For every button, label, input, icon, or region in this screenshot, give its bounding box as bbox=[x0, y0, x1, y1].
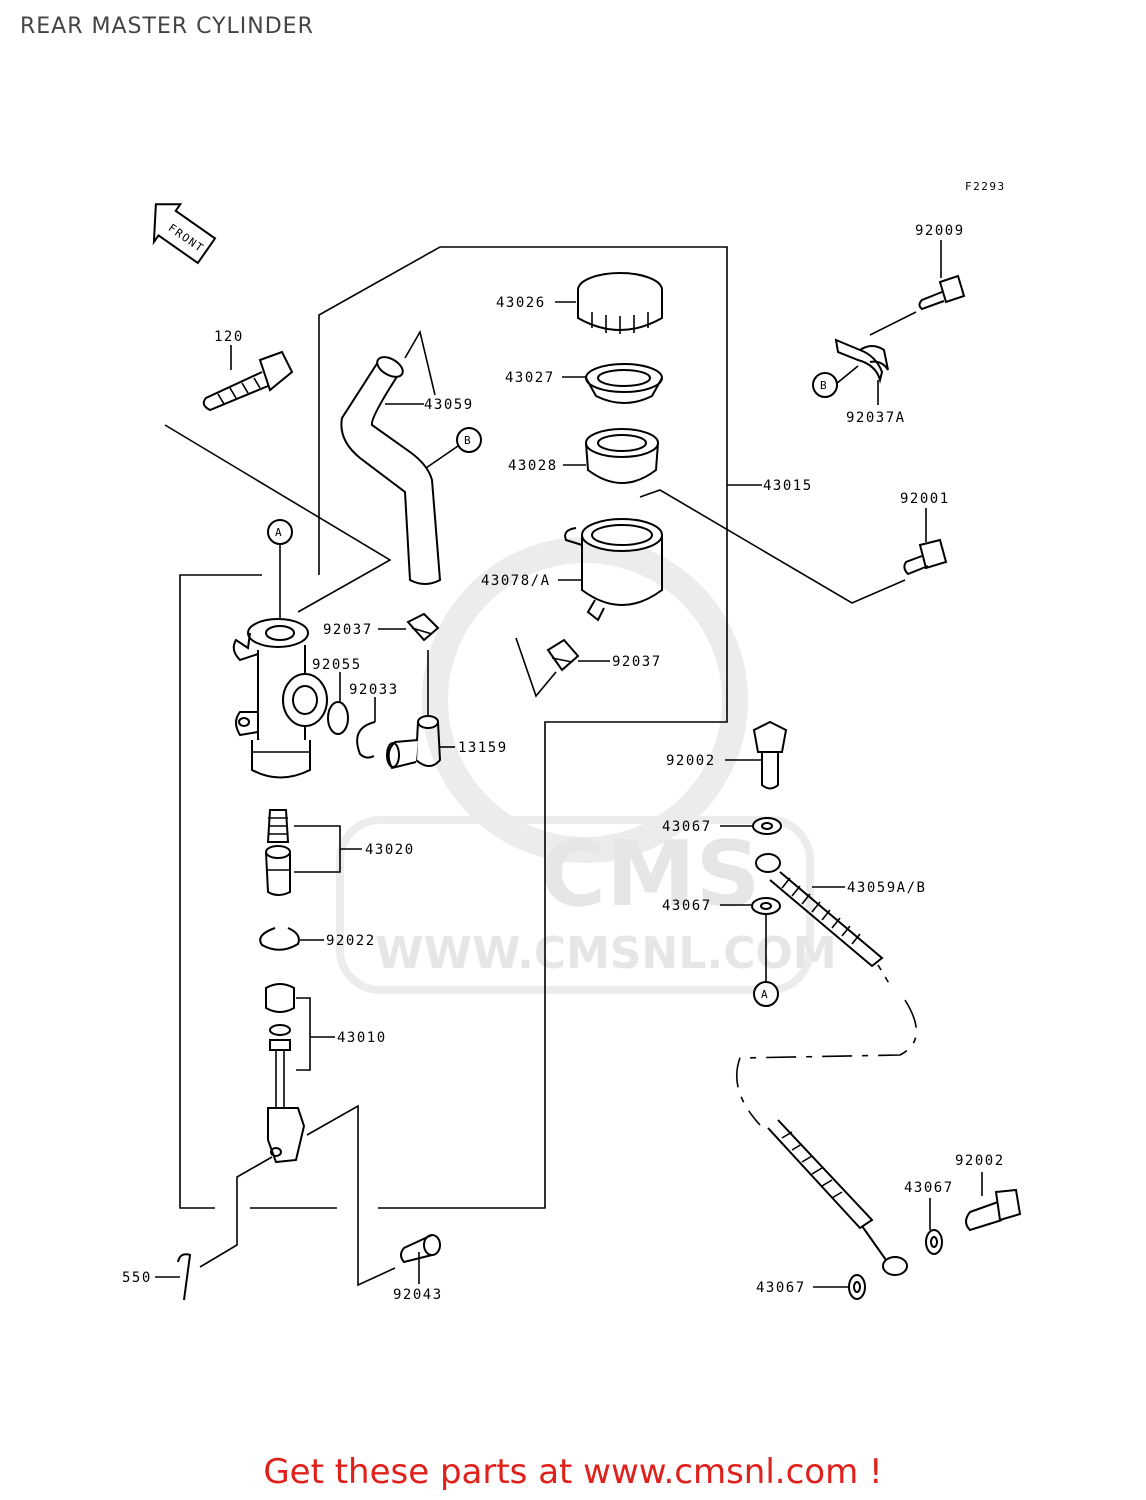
washer-43067-a bbox=[752, 817, 782, 835]
label-43059AB: 43059A/B bbox=[847, 880, 926, 896]
label-43010: 43010 bbox=[337, 1030, 387, 1046]
bolt-92001 bbox=[903, 538, 948, 576]
label-550: 550 bbox=[122, 1270, 152, 1286]
label-43028: 43028 bbox=[508, 458, 558, 474]
label-43067-c: 43067 bbox=[904, 1180, 954, 1196]
piston-spring-43020 bbox=[265, 809, 291, 896]
watermark-url: WWW.CMSNL.COM bbox=[375, 928, 837, 979]
clip-92037-b bbox=[546, 638, 580, 672]
svg-text:A: A bbox=[275, 526, 283, 539]
label-92043: 92043 bbox=[393, 1287, 443, 1303]
label-43067-d: 43067 bbox=[756, 1280, 806, 1296]
svg-text:B: B bbox=[820, 379, 828, 392]
pin-92043 bbox=[400, 1234, 441, 1264]
label-43078A: 43078/A bbox=[481, 573, 551, 589]
washer-43067-c bbox=[925, 1229, 943, 1255]
circlip-92022 bbox=[259, 927, 300, 951]
hose-43059 bbox=[340, 356, 442, 585]
label-92009: 92009 bbox=[915, 223, 965, 239]
label-43067-a: 43067 bbox=[662, 819, 712, 835]
brake-hose-43059AB bbox=[736, 853, 918, 1276]
label-43015: 43015 bbox=[763, 478, 813, 494]
watermark-brand: CMS bbox=[540, 822, 760, 927]
label-13159: 13159 bbox=[458, 740, 508, 756]
leader-lines bbox=[155, 240, 983, 1288]
clamp-92037A bbox=[834, 338, 889, 384]
o-ring-92055 bbox=[327, 701, 349, 735]
callout-a-top: A bbox=[267, 519, 293, 545]
washer-43067-d bbox=[848, 1274, 866, 1300]
callout-b-hose: B bbox=[456, 427, 482, 453]
callout-b-clamp: B bbox=[812, 372, 838, 398]
clip-92037-a bbox=[406, 612, 440, 642]
push-rod-43010 bbox=[265, 983, 306, 1164]
page-title: REAR MASTER CYLINDER bbox=[20, 14, 314, 39]
label-92037-b: 92037 bbox=[612, 654, 662, 670]
svg-text:A: A bbox=[761, 988, 769, 1001]
label-92055: 92055 bbox=[312, 657, 362, 673]
label-120: 120 bbox=[214, 329, 244, 345]
figure-id: F2293 bbox=[965, 180, 1006, 193]
label-43059: 43059 bbox=[424, 397, 474, 413]
banjo-bolt-92002-a bbox=[752, 720, 788, 790]
cotter-pin-550 bbox=[177, 1253, 192, 1301]
label-92037-a: 92037 bbox=[323, 622, 373, 638]
label-92002-b: 92002 bbox=[955, 1153, 1005, 1169]
label-92033: 92033 bbox=[349, 682, 399, 698]
label-43026: 43026 bbox=[496, 295, 546, 311]
footer-link[interactable]: Get these parts at www.cmsnl.com ! bbox=[263, 1452, 883, 1492]
master-cylinder-body bbox=[232, 618, 328, 779]
label-92001: 92001 bbox=[900, 491, 950, 507]
callout-a-bottom: A bbox=[753, 981, 779, 1007]
washer-43067-b bbox=[751, 897, 781, 915]
bolt-92009 bbox=[918, 274, 966, 311]
label-43020: 43020 bbox=[365, 842, 415, 858]
joint-13159 bbox=[386, 715, 442, 770]
svg-text:B: B bbox=[464, 434, 472, 447]
label-43067-b: 43067 bbox=[662, 898, 712, 914]
front-arrow-icon: FRONT bbox=[152, 203, 217, 265]
snap-ring-92033 bbox=[356, 721, 376, 759]
plate-43027 bbox=[585, 363, 663, 404]
label-92022: 92022 bbox=[326, 933, 376, 949]
watermark: CMS WWW.CMSNL.COM bbox=[336, 537, 837, 994]
cap-43026 bbox=[577, 272, 663, 334]
bolt-120 bbox=[202, 350, 294, 412]
part-labels: 92009 43026 120 43027 43059 92037A 43028… bbox=[122, 223, 1005, 1303]
diaphragm-43028 bbox=[585, 428, 659, 484]
label-92002-a: 92002 bbox=[666, 753, 716, 769]
reservoir-43078 bbox=[564, 518, 663, 622]
assembly-outline bbox=[164, 246, 917, 1287]
label-43027: 43027 bbox=[505, 370, 555, 386]
label-92037A: 92037A bbox=[846, 410, 906, 426]
banjo-bolt-92002-b bbox=[965, 1188, 1022, 1232]
